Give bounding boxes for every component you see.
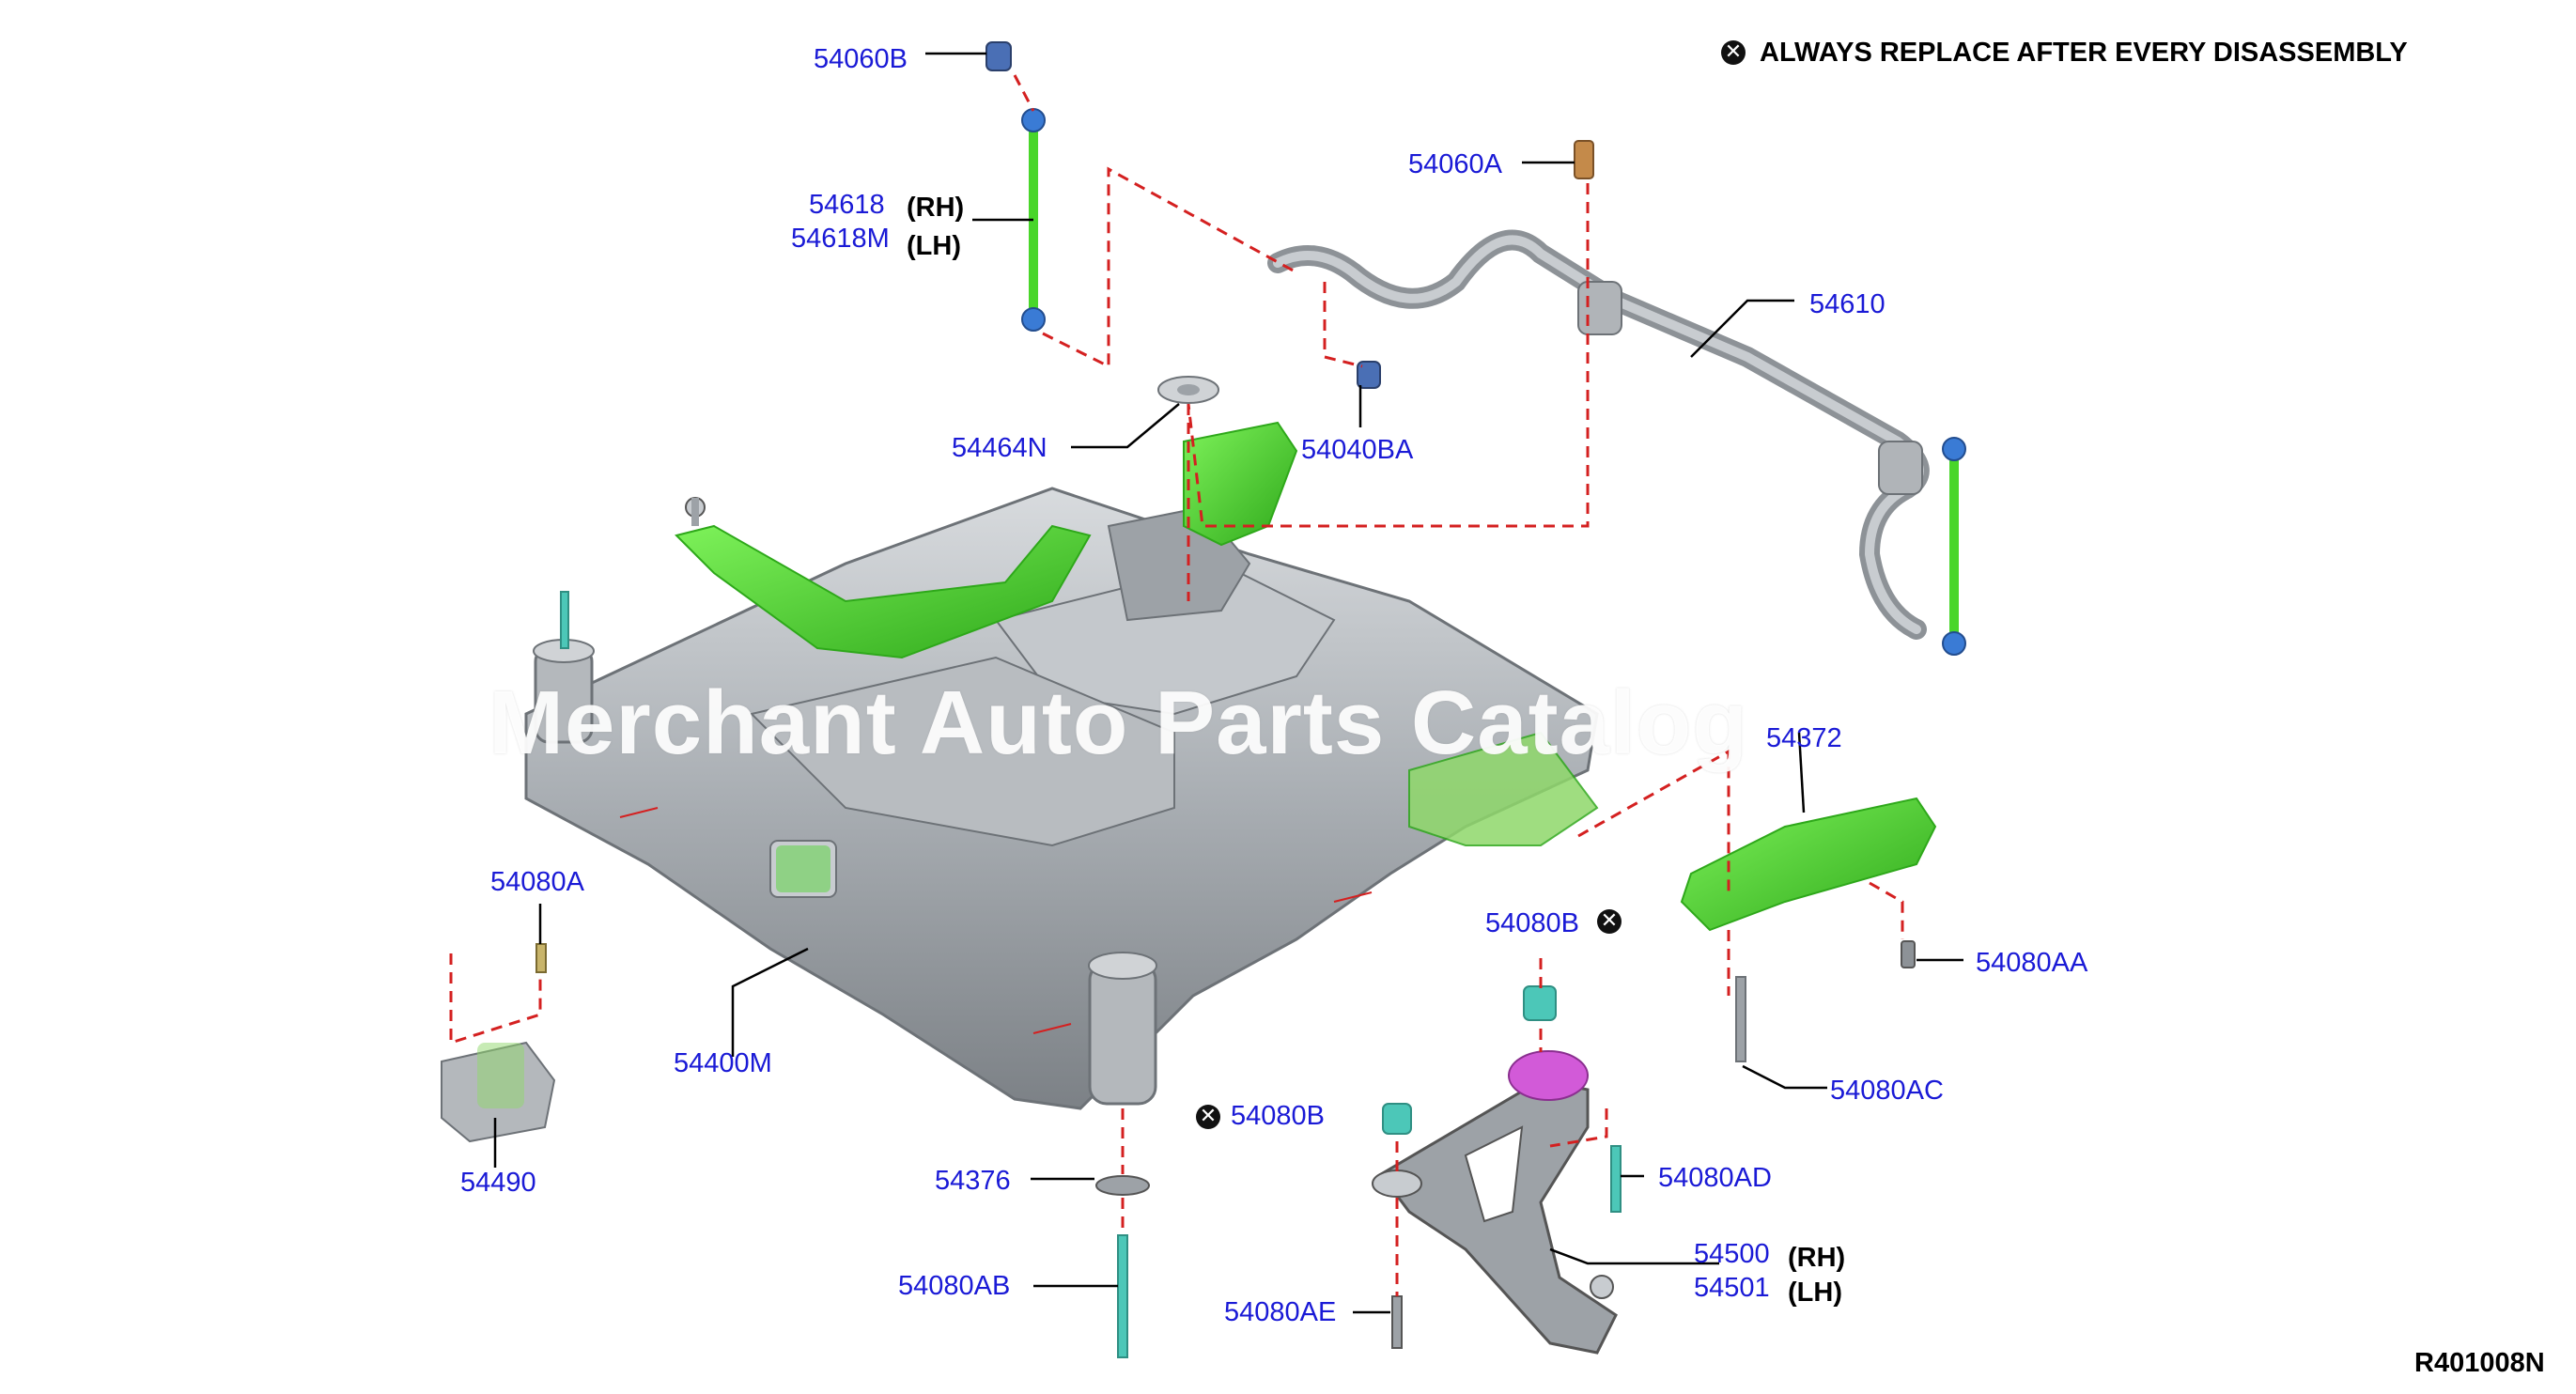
part-label-54080B-top: 54080B xyxy=(1485,908,1579,938)
part-label-54060A: 54060A xyxy=(1408,149,1502,179)
part-label-54618: 54618 xyxy=(809,190,885,220)
part-label-54060B: 54060B xyxy=(814,44,908,74)
part-label-54400M: 54400M xyxy=(674,1048,772,1078)
part-label-54040BA: 54040BA xyxy=(1301,435,1414,465)
part-label-54080A: 54080A xyxy=(490,867,584,897)
part-label-54501: 54501 xyxy=(1694,1273,1770,1303)
replace-symbol-icon: ✕ xyxy=(1597,909,1622,934)
subframe xyxy=(524,487,1599,1110)
part-label-54080AE: 54080AE xyxy=(1224,1297,1337,1327)
part-label-54080AD: 54080AD xyxy=(1658,1163,1772,1193)
part-label-54080AB: 54080AB xyxy=(898,1271,1011,1301)
part-label-54610: 54610 xyxy=(1809,289,1885,319)
part-side-lh: (LH) xyxy=(907,231,961,261)
replace-symbol-icon: ✕ xyxy=(1196,1105,1220,1129)
part-side-rh: (RH) xyxy=(1788,1243,1846,1273)
bottom-fasteners xyxy=(1095,1175,1150,1358)
lower-arm xyxy=(1372,985,1622,1355)
part-label-54464N: 54464N xyxy=(952,433,1047,463)
stabilizer-links xyxy=(1021,108,1966,656)
notice-text: ALWAYS REPLACE AFTER EVERY DISASSEMBLY xyxy=(1760,38,2408,68)
small-parts xyxy=(985,41,1594,404)
part-label-54080B-low: 54080B xyxy=(1231,1101,1325,1131)
part-side-lh: (LH) xyxy=(1788,1278,1842,1308)
part-label-54490: 54490 xyxy=(460,1168,536,1198)
upper-link xyxy=(675,421,1298,659)
part-label-54080AA: 54080AA xyxy=(1976,948,2088,978)
replace-symbol-icon: ✕ xyxy=(1721,40,1746,65)
part-side-rh: (RH) xyxy=(907,193,965,223)
bracket-54490 xyxy=(441,943,556,1143)
leader-lines xyxy=(493,52,1963,1314)
part-label-54080AC: 54080AC xyxy=(1830,1076,1944,1106)
alignment-lines xyxy=(449,74,1904,1296)
figure-code: R401008N xyxy=(2414,1348,2545,1378)
part-label-54376: 54376 xyxy=(935,1166,1011,1196)
plate-54372 xyxy=(1680,797,1937,1062)
watermark: Merchant Auto Parts Catalog xyxy=(489,673,1748,773)
part-label-54500: 54500 xyxy=(1694,1239,1770,1269)
part-label-54372: 54372 xyxy=(1766,723,1842,753)
part-label-54618M: 54618M xyxy=(791,224,890,254)
